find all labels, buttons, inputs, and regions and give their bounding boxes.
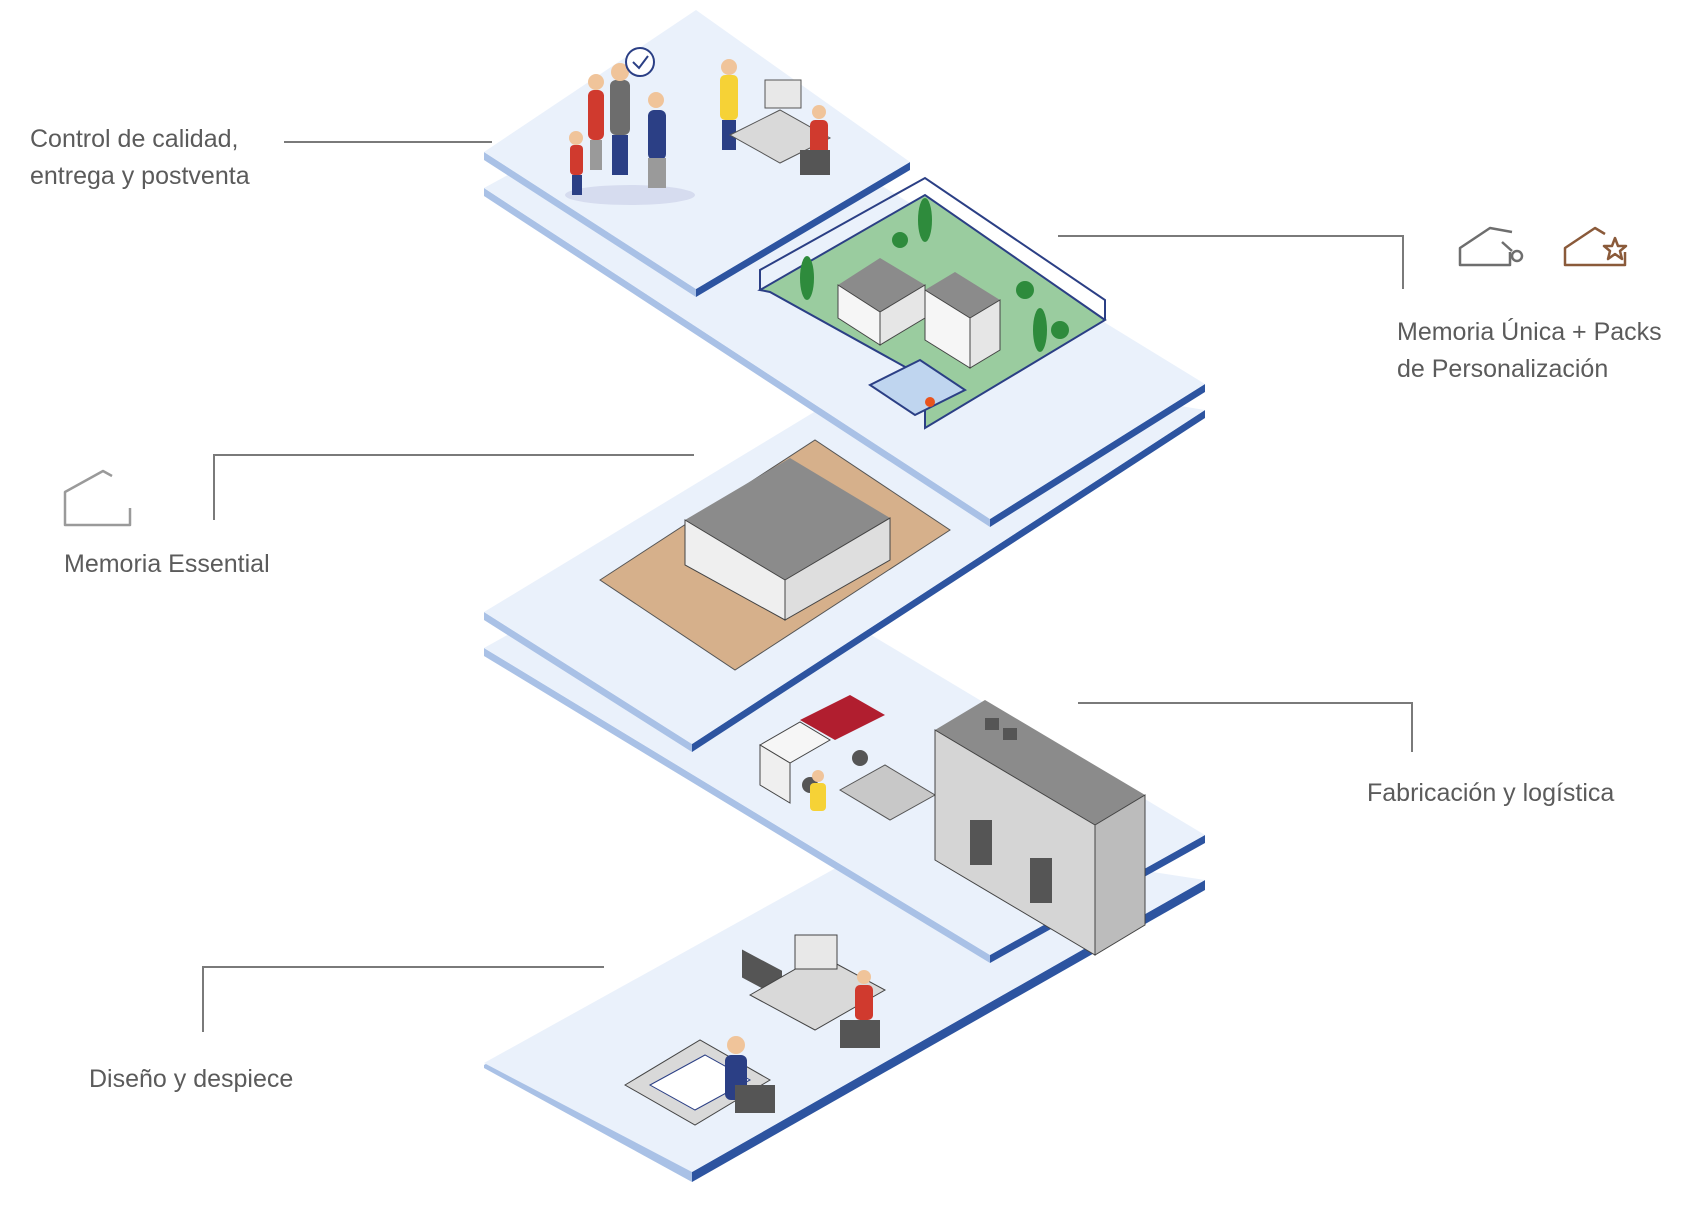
leader-line-essential [213,454,694,520]
stage-label-line: Control de calidad, [30,125,239,153]
stage-label-line: Memoria Única + Packs [1397,318,1662,346]
stage-label-line: Fabricación y logística [1367,779,1615,807]
stage-label-line: entrega y postventa [30,162,250,190]
stage-label-personalized: Memoria Única + Packs de Personalización [1397,314,1662,388]
essential-house-scene [599,439,951,999]
manufacturing-scene [759,695,1146,956]
house-outline-icon [63,469,132,527]
design-scene [624,934,887,1126]
leader-line-design [202,966,604,1032]
platform-delivery [484,10,910,297]
house-key-icon [1458,226,1524,267]
stage-label-line: de Personalización [1397,355,1609,383]
house-star-icon [1563,226,1628,267]
garden-house-scene [757,176,1107,430]
stage-label-design: Diseño y despiece [89,1061,293,1098]
leader-line-personalized [1058,235,1404,289]
delivery-scene [565,47,832,205]
stage-label-line: Memoria Essential [64,550,270,578]
stage-label-essential: Memoria Essential [64,546,270,583]
leader-line-manufacturing [1078,702,1413,752]
stage-label-line: Diseño y despiece [89,1065,294,1093]
stage-label-manufacturing: Fabricación y logística [1367,775,1614,812]
leader-lines [202,141,1413,1032]
stage-label-delivery: Control de calidad, entrega y postventa [30,121,250,195]
